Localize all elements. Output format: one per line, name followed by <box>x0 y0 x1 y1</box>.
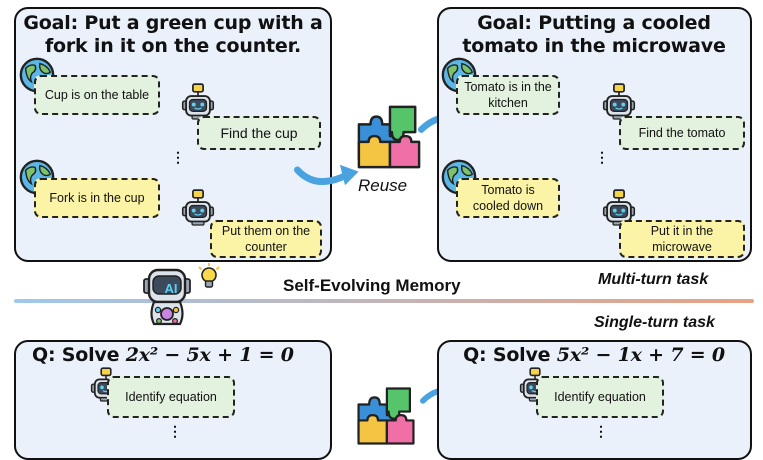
question-prefix: Q: Solve <box>32 344 120 366</box>
action-note: Find the tomato <box>619 116 745 150</box>
curved-arrow-icon <box>294 158 362 192</box>
question-title: Q: Solve 5x² − 1x + 7 = 0 <box>444 344 744 367</box>
multi-turn-label: Multi-turn task <box>598 271 709 288</box>
observation-note: Cup is on the table <box>34 75 160 115</box>
observation-note: Fork is in the cup <box>34 178 160 218</box>
ai-robot-icon <box>143 268 191 326</box>
puzzle-icon <box>355 103 423 171</box>
equation: 2x² − 5x + 1 = 0 <box>125 344 294 366</box>
reuse-label: Reuse <box>358 176 408 195</box>
ellipsis: ⋮ <box>595 149 609 165</box>
ellipsis: ⋮ <box>171 149 185 165</box>
memory-gradient-line <box>14 299 754 303</box>
single-turn-label: Single-turn task <box>594 314 715 331</box>
memory-label: Self-Evolving Memory <box>283 276 461 295</box>
action-note: Identify equation <box>107 376 235 418</box>
action-note: Put them on the counter <box>210 220 322 258</box>
observation-note: Tomato is in the kitchen <box>456 75 560 115</box>
puzzle-icon <box>355 385 417 447</box>
question-prefix: Q: Solve <box>463 344 551 366</box>
equation: 5x² − 1x + 7 = 0 <box>556 344 725 366</box>
goal-title: Goal: Putting a cooled tomato in the mic… <box>462 12 726 57</box>
goal-title: Goal: Put a green cup with a fork in it … <box>23 12 323 57</box>
observation-note: Tomato is cooled down <box>456 178 560 218</box>
robot-icon <box>181 189 215 227</box>
question-title: Q: Solve 2x² − 5x + 1 = 0 <box>22 344 324 367</box>
action-note: Identify equation <box>536 376 664 418</box>
ai-badge: AI <box>164 281 178 296</box>
action-note: Put it in the microwave <box>619 220 745 258</box>
lightbulb-icon <box>198 263 220 288</box>
action-note: Find the cup <box>197 116 321 150</box>
ellipsis: ⋮ <box>168 423 182 439</box>
ellipsis: ⋮ <box>594 423 608 439</box>
